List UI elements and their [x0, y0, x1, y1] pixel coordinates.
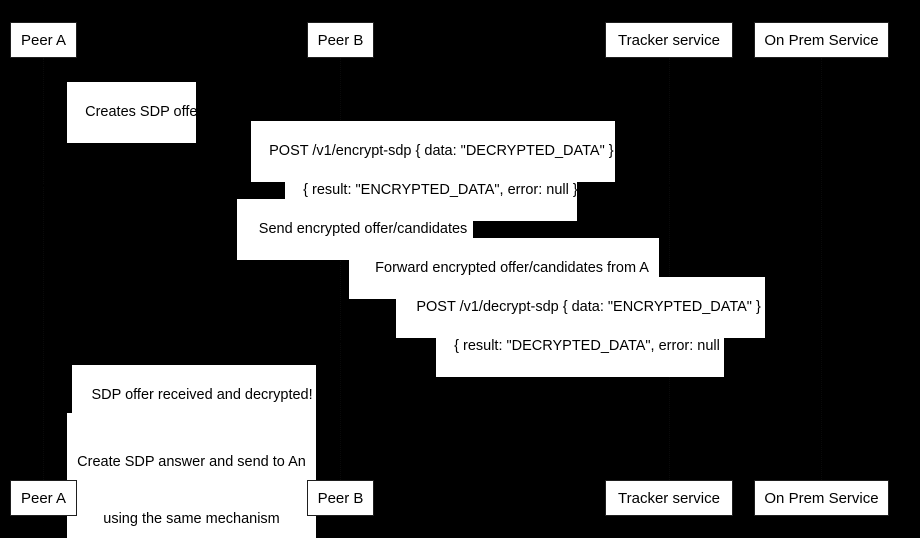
participant-footer-peer-b[interactable]: Peer B	[307, 480, 374, 516]
message-text: Forward encrypted offer/candidates from …	[375, 260, 649, 276]
lifeline-peer-b	[340, 58, 341, 480]
participant-label: Peer B	[317, 31, 364, 49]
lifeline-on-prem	[821, 58, 822, 480]
lifeline-peer-a	[43, 58, 44, 480]
participant-header-on-prem-service[interactable]: On Prem Service	[754, 22, 889, 58]
participant-label: On Prem Service	[764, 489, 879, 507]
message-text: { result: "DECRYPTED_DATA", error: null …	[454, 338, 729, 354]
participant-label: Tracker service	[618, 31, 720, 49]
participant-header-peer-b[interactable]: Peer B	[307, 22, 374, 58]
participant-label: On Prem Service	[764, 31, 879, 49]
participant-footer-tracker-service[interactable]: Tracker service	[605, 480, 733, 516]
participant-header-tracker-service[interactable]: Tracker service	[605, 22, 733, 58]
participant-footer-on-prem-service[interactable]: On Prem Service	[754, 480, 889, 516]
participant-label: Peer A	[20, 489, 67, 507]
message-text: Creates SDP offer	[85, 104, 203, 120]
message-text: POST /v1/encrypt-sdp { data: "DECRYPTED_…	[269, 143, 614, 159]
participant-label: Tracker service	[618, 489, 720, 507]
participant-footer-peer-a[interactable]: Peer A	[10, 480, 77, 516]
message-text-line-2: using the same mechanism	[103, 511, 280, 527]
message-label-result-decrypted-data: { result: "DECRYPTED_DATA", error: null …	[436, 316, 729, 377]
message-label-creates-sdp-offer: Creates SDP offer	[67, 82, 202, 143]
lifeline-tracker	[669, 58, 670, 480]
participant-label: Peer B	[317, 489, 364, 507]
message-text: POST /v1/decrypt-sdp { data: "ENCRYPTED_…	[416, 299, 761, 315]
message-label-create-sdp-answer: Create SDP answer and send to An using t…	[67, 413, 316, 538]
message-text-line-1: Create SDP answer and send to An	[77, 454, 306, 470]
participant-label: Peer A	[20, 31, 67, 49]
message-text: { result: "ENCRYPTED_DATA", error: null …	[303, 182, 578, 198]
message-text: Send encrypted offer/candidates	[258, 221, 468, 237]
message-label-result-encrypted-data: { result: "ENCRYPTED_DATA", error: null …	[285, 160, 578, 221]
participant-header-peer-a[interactable]: Peer A	[10, 22, 77, 58]
message-text: SDP offer received and decrypted!	[91, 387, 313, 403]
